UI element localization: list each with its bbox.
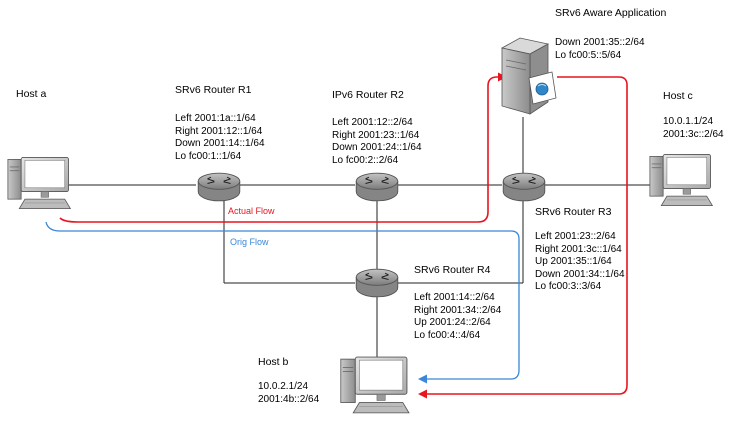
router-r4-icon[interactable] <box>355 268 399 298</box>
host-a-label: Host a <box>16 88 47 100</box>
router-r3-lo: Lo fc00:3::3/64 <box>535 281 602 293</box>
host-b-label: Host b <box>258 356 289 368</box>
application-lo: Lo fc00:5::5/64 <box>555 49 622 61</box>
actual-flow-arrowhead-host-b <box>418 389 427 399</box>
router-r4-lo: Lo fc00:4::4/64 <box>414 329 481 341</box>
router-r1-down: Down 2001:14::1/64 <box>175 138 265 150</box>
router-r1-lo: Lo fc00:1::1/64 <box>175 150 242 162</box>
router-r3-icon[interactable] <box>502 172 546 202</box>
actual-flow-return-path <box>424 76 628 395</box>
router-r4-right: Right 2001:34::2/64 <box>414 304 502 316</box>
application-details: Down 2001:35::2/64 Lo fc00:5::5/64 <box>555 37 645 62</box>
router-r2-right: Right 2001:23::1/64 <box>332 129 420 141</box>
router-r3-right: Right 2001:3c::1/64 <box>535 243 622 255</box>
router-r1-icon[interactable] <box>197 172 241 202</box>
router-r1-name: SRv6 Router R1 <box>175 84 252 96</box>
router-r3-up: Up 2001:35::1/64 <box>535 256 612 268</box>
host-c-label: Host c <box>663 90 693 102</box>
host-a-computer-icon[interactable] <box>7 157 71 210</box>
orig-flow-arrowhead <box>418 374 427 384</box>
application-down: Down 2001:35::2/64 <box>555 37 645 48</box>
router-r4-left: Left 2001:14::2/64 <box>414 292 495 303</box>
host-b-computer-icon[interactable] <box>340 356 410 414</box>
router-r2-left: Left 2001:12::2/64 <box>332 117 413 128</box>
host-c-computer-icon[interactable] <box>649 154 713 207</box>
router-r3-down: Down 2001:34::1/64 <box>535 268 625 280</box>
router-r3-details: Left 2001:23::2/64 Right 2001:3c::1/64 U… <box>535 231 625 294</box>
actual-flow-path <box>59 76 500 223</box>
host-c-ipv6: 2001:3c::2/64 <box>663 128 724 140</box>
application-server-icon[interactable] <box>500 37 557 115</box>
router-r1-details: Left 2001:1a::1/64 Right 2001:12::1/64 D… <box>175 113 265 163</box>
router-r1-left: Left 2001:1a::1/64 <box>175 113 256 124</box>
host-c-details: 10.0.1.1/24 2001:3c::2/64 <box>663 116 724 141</box>
router-r4-details: Left 2001:14::2/64 Right 2001:34::2/64 U… <box>414 292 501 342</box>
orig-flow-path <box>45 221 520 380</box>
application-name: SRv6 Aware Application <box>555 7 667 19</box>
actual-flow-label: Actual Flow <box>228 206 275 216</box>
router-r2-icon[interactable] <box>355 172 399 202</box>
router-r4-name: SRv6 Router R4 <box>414 264 491 276</box>
host-b-ipv6: 2001:4b::2/64 <box>258 393 320 405</box>
router-r2-name: IPv6 Router R2 <box>332 89 404 101</box>
host-b-ipv4: 10.0.2.1/24 <box>258 381 309 392</box>
host-b-details: 10.0.2.1/24 2001:4b::2/64 <box>258 381 319 406</box>
router-r1-right: Right 2001:12::1/64 <box>175 125 263 137</box>
router-r3-name: SRv6 Router R3 <box>535 206 612 218</box>
router-r3-left: Left 2001:23::2/64 <box>535 231 616 242</box>
router-r2-down: Down 2001:24::1/64 <box>332 142 422 154</box>
links <box>62 117 660 362</box>
router-r4-up: Up 2001:24::2/64 <box>414 317 491 329</box>
orig-flow-label: Orig Flow <box>230 237 269 247</box>
host-c-ipv4: 10.0.1.1/24 <box>663 116 714 127</box>
router-r2-lo: Lo fc00:2::2/64 <box>332 154 399 166</box>
router-r2-details: Left 2001:12::2/64 Right 2001:23::1/64 D… <box>332 117 422 167</box>
